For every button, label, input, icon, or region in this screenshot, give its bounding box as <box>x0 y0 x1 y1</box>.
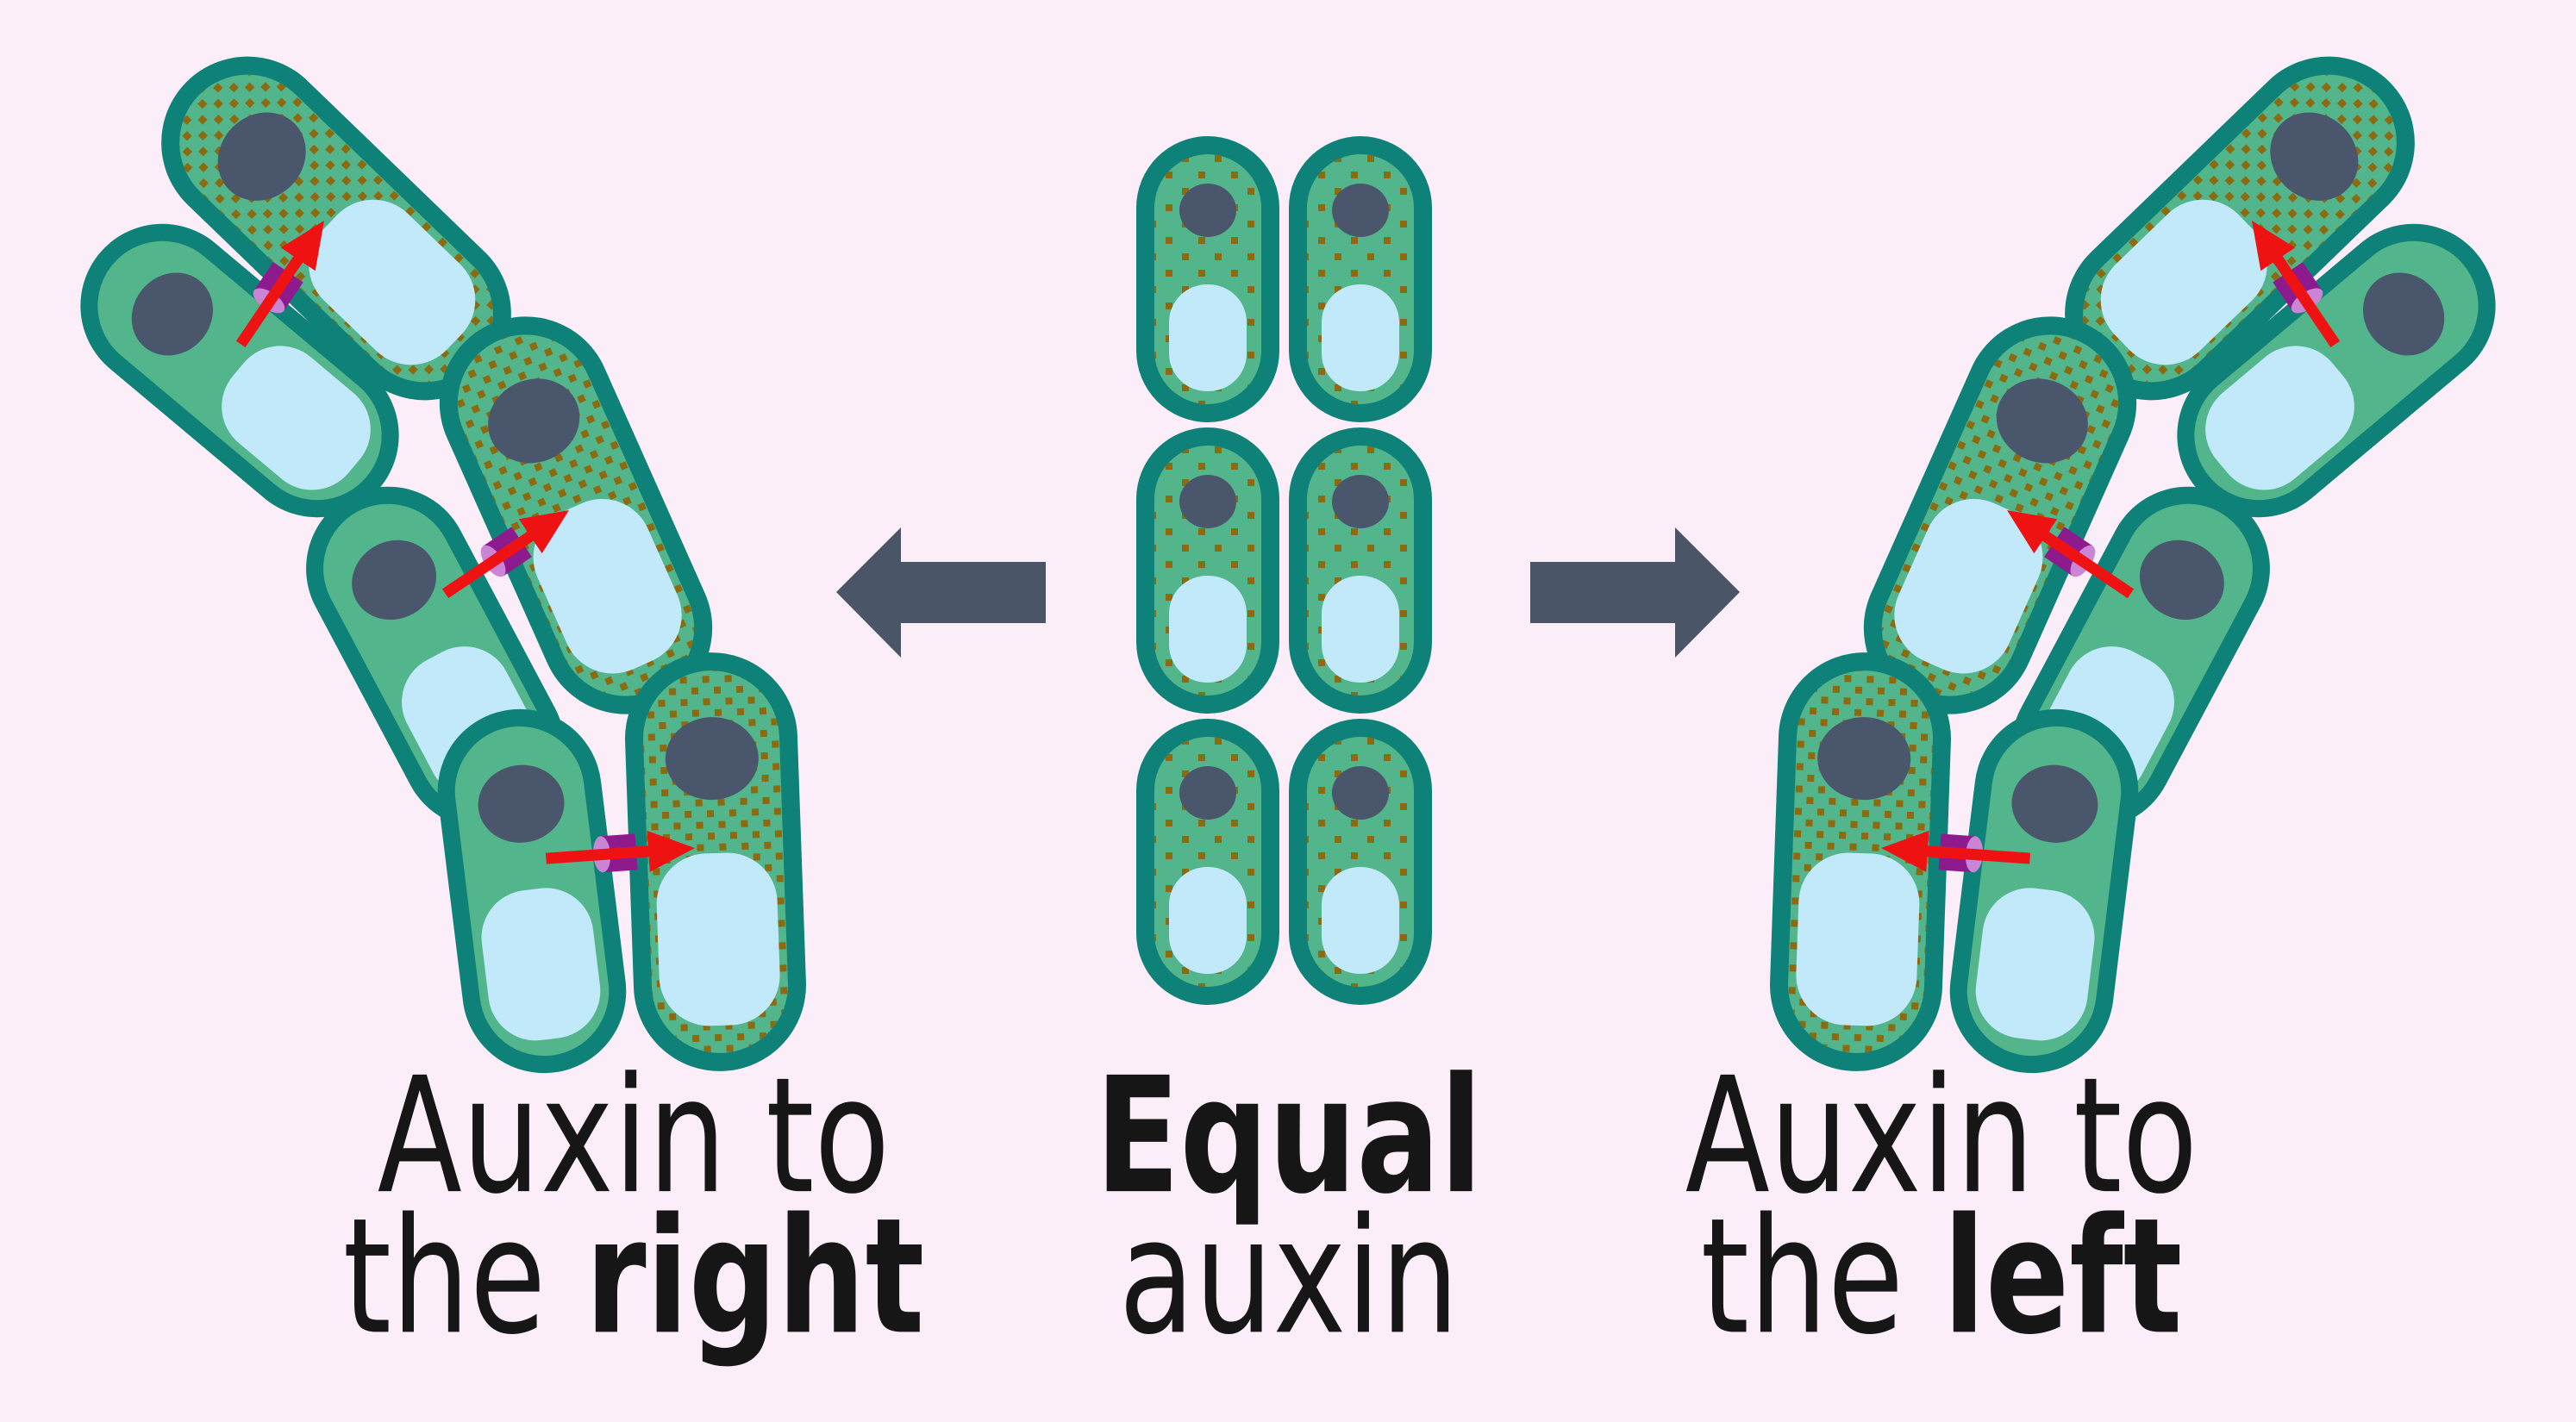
left-cell-cluster <box>47 21 810 1082</box>
caption-bold-word: right <box>585 1184 925 1370</box>
caption-auxin-right: Auxin to the right <box>287 1044 980 1370</box>
caption-bold-word: left <box>1942 1184 2183 1370</box>
cell-equal-auxin <box>1136 719 1279 1005</box>
right-cell-cluster <box>1767 21 2529 1082</box>
caption-line2: auxin <box>1118 1184 1460 1370</box>
center-cell-columns <box>1136 136 1432 1005</box>
caption-line1: Auxin to <box>377 1044 891 1230</box>
caption-line2: the left <box>1700 1184 2183 1370</box>
caption-auxin-left: Auxin to the left <box>1595 1044 2288 1370</box>
cell-equal-auxin <box>1136 136 1279 422</box>
caption-line2: the right <box>342 1184 925 1370</box>
caption-line1: Equal <box>942 1057 1635 1216</box>
arrow-left-icon <box>836 527 1046 658</box>
arrow-right-icon <box>1530 527 1740 658</box>
caption-line1: Auxin to <box>1685 1044 2198 1230</box>
caption-equal-auxin: Equal auxin <box>942 1057 1635 1370</box>
cell-equal-auxin <box>1289 719 1432 1005</box>
cell-equal-auxin <box>1289 427 1432 714</box>
cell-equal-auxin <box>1136 427 1279 714</box>
cell-equal-auxin <box>1289 136 1432 422</box>
caption-bold-word: Equal <box>1095 1044 1483 1230</box>
